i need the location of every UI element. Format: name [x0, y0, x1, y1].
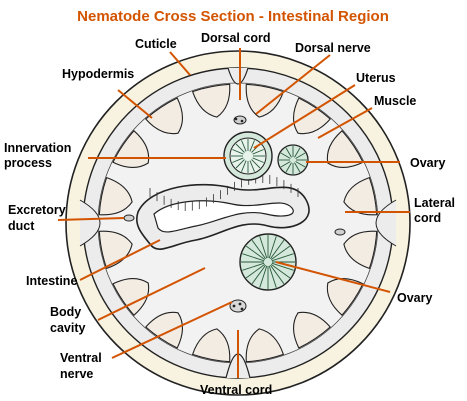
- muscle-cell: [293, 311, 331, 349]
- cell-ray: [235, 143, 245, 153]
- cell-ray: [295, 152, 306, 159]
- cell-ray: [251, 159, 261, 169]
- label-lateral-cord-1: Lateral: [414, 196, 455, 210]
- cell-ray: [259, 236, 268, 259]
- label-ventral-nerve-1: Ventral: [60, 351, 102, 365]
- label-ventral-nerve-2: nerve: [60, 367, 93, 381]
- muscle-cell: [98, 176, 133, 216]
- cell-ray: [268, 265, 277, 288]
- cell-ray: [242, 253, 265, 262]
- label-excretory-duct-2: duct: [8, 219, 35, 233]
- leader-lines: [57, 48, 410, 378]
- cell-ray: [271, 253, 294, 262]
- label-uterus: Uterus: [356, 71, 396, 85]
- label-hypodermis: Hypodermis: [62, 67, 134, 81]
- cell-ray: [268, 236, 277, 259]
- dorsal-cord: [227, 67, 249, 125]
- cell-ray: [249, 140, 255, 152]
- label-ventral-cord: Ventral cord: [200, 383, 272, 397]
- label-muscle: Muscle: [374, 94, 416, 108]
- cell-ray: [270, 264, 291, 279]
- label-cuticle: Cuticle: [135, 37, 177, 51]
- diagram-title: Nematode Cross Section - Intestinal Regi…: [77, 8, 389, 25]
- uterus: [223, 131, 273, 181]
- cell-ray: [232, 157, 244, 163]
- cell-ray: [252, 157, 264, 163]
- cell-ray: [285, 147, 292, 158]
- cell-ray: [249, 160, 255, 172]
- cell-ray: [245, 264, 266, 279]
- cell-ray: [245, 245, 266, 260]
- cell-ray: [285, 162, 292, 173]
- muscle-cell: [191, 83, 231, 118]
- label-body-cavity-1: Body: [50, 305, 81, 319]
- cell-ray: [241, 140, 247, 152]
- label-lateral-cord-2: cord: [414, 211, 441, 225]
- muscle-cell: [245, 83, 285, 118]
- cell-ray: [242, 262, 265, 271]
- cell-ray: [251, 239, 266, 260]
- muscle-cell: [293, 97, 331, 135]
- muscle-cell: [112, 278, 150, 316]
- muscle-cell: [145, 311, 183, 349]
- cell-ray: [280, 152, 291, 159]
- label-ovary-lower: Ovary: [397, 291, 432, 305]
- muscle-cell: [245, 328, 285, 363]
- cell-ray: [270, 264, 285, 285]
- label-intestine: Intestine: [26, 274, 77, 288]
- muscle-cells: [98, 83, 378, 363]
- ovary-upper: [277, 144, 309, 176]
- dorsal-nerve: [233, 115, 247, 125]
- cell-ray: [280, 161, 291, 168]
- muscle-cell: [145, 97, 183, 135]
- cell-ray: [235, 159, 245, 169]
- intestine: [135, 174, 310, 250]
- label-innervation-process-1: Innervation: [4, 141, 71, 155]
- label-excretory-duct-1: Excretory: [8, 203, 66, 217]
- muscle-cell: [343, 230, 378, 270]
- label-body-cavity-2: cavity: [50, 321, 85, 335]
- cell-ray: [294, 147, 301, 158]
- cell-ray: [241, 160, 247, 172]
- muscle-cell: [326, 278, 364, 316]
- ventral-nerve: [229, 299, 247, 313]
- label-dorsal-cord: Dorsal cord: [201, 31, 270, 45]
- cell-ray: [251, 264, 266, 285]
- cell-ray: [270, 245, 291, 260]
- ovary-lower: [239, 233, 297, 291]
- label-ovary-upper: Ovary: [410, 156, 445, 170]
- label-innervation-process-2: process: [4, 156, 52, 170]
- cell-ray: [294, 162, 301, 173]
- cell-ray: [270, 239, 285, 260]
- cell-ray: [232, 149, 244, 155]
- muscle-cell: [191, 328, 231, 363]
- excretory-duct: [123, 214, 135, 222]
- muscle-cell: [98, 230, 133, 270]
- cell-ray: [259, 265, 268, 288]
- cell-ray: [295, 161, 306, 168]
- cell-ray: [271, 262, 294, 271]
- muscle-cell: [343, 176, 378, 216]
- label-dorsal-nerve: Dorsal nerve: [295, 41, 371, 55]
- cell-ray: [252, 149, 264, 155]
- muscle-cell: [326, 130, 364, 168]
